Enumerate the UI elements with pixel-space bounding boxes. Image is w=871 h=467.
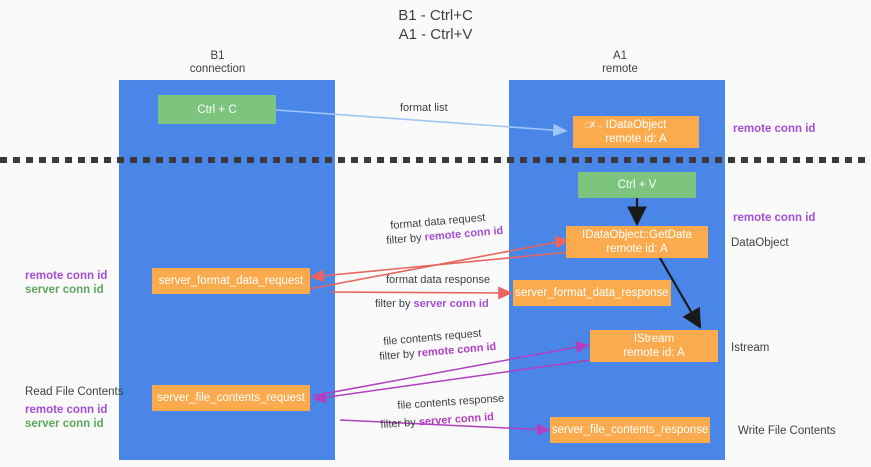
lane-header-a1: A1 remote <box>602 50 638 75</box>
box-server-file-contents-response[interactable]: server_file_contents_response <box>550 417 710 443</box>
box-server-format-data-request-label: server_format_data_request <box>158 275 304 287</box>
edge-label-format-list: format list <box>400 102 448 114</box>
box-server-format-data-response[interactable]: server_format_data_response <box>513 280 671 306</box>
edge-label-format-data-response-filter: filter by server conn id <box>375 297 489 312</box>
filter-prefix: filter by <box>378 347 419 364</box>
box-idataobject-getdata-label: IDataObject::GetData <box>582 229 692 241</box>
filter-prefix: filter by <box>385 231 426 248</box>
box-ctrl-v[interactable]: Ctrl + V <box>578 172 696 198</box>
box-ctrl-c[interactable]: Ctrl + C <box>158 95 276 124</box>
box-server-format-data-request[interactable]: server_format_data_request <box>152 268 310 294</box>
right-label-istream: Istream <box>731 342 770 354</box>
left-label-server-conn-id-2: server conn id <box>25 418 104 430</box>
filter-prefix: filter by <box>380 416 420 432</box>
box-istream-remote-sublabel: remote id: A <box>623 347 685 359</box>
box-istream-remote-label: IStream <box>633 333 675 345</box>
lane-header-b1: B1 connection <box>189 50 246 75</box>
right-label-write-file-contents: Write File Contents <box>738 425 836 437</box>
box-server-format-data-response-label: server_format_data_response <box>515 287 669 299</box>
left-label-read-file-contents: Read File Contents <box>25 386 124 398</box>
right-label-remote-conn-id-top: remote conn id <box>733 123 816 135</box>
left-label-remote-conn-id: remote conn id <box>25 270 108 282</box>
box-server-file-contents-request-label: server_file_contents_request <box>157 392 305 404</box>
box-idataobject-getdata[interactable]: IDataObject::GetData remote id: A <box>566 226 708 258</box>
box-ctrl-c-label: Ctrl + C <box>197 103 237 116</box>
left-label-server-conn-id: server conn id <box>25 284 104 296</box>
box-idataobject-getdata-sublabel: remote id: A <box>606 243 668 255</box>
box-idataobject-remote-sublabel: remote id: A <box>605 133 667 145</box>
page-title: B1 - Ctrl+C A1 - Ctrl+V <box>398 7 473 43</box>
box-istream-remote[interactable]: IStream remote id: A <box>590 330 718 362</box>
arrow-format-data-response-in <box>329 286 513 300</box>
edge-label-format-data-response: format data response <box>386 274 490 286</box>
box-server-file-contents-response-label: server_file_contents_response <box>551 424 709 436</box>
filter-key-server-conn-id: server conn id <box>418 411 495 429</box>
box-idataobject-remote-label: IDataObject <box>586 118 667 132</box>
box-idataobject-remote[interactable]: IDataObject remote id: A <box>573 116 699 148</box>
box-server-file-contents-request[interactable]: server_file_contents_request <box>152 385 310 411</box>
right-label-dataobject: DataObject <box>731 237 789 249</box>
phase-divider <box>0 157 871 163</box>
filter-key-server-conn-id: server conn id <box>413 298 489 310</box>
box-ctrl-v-label: Ctrl + V <box>617 179 657 191</box>
filter-prefix: filter by <box>375 298 414 310</box>
left-label-remote-conn-id-2: remote conn id <box>25 404 108 416</box>
right-label-remote-conn-id-mid: remote conn id <box>733 212 816 224</box>
